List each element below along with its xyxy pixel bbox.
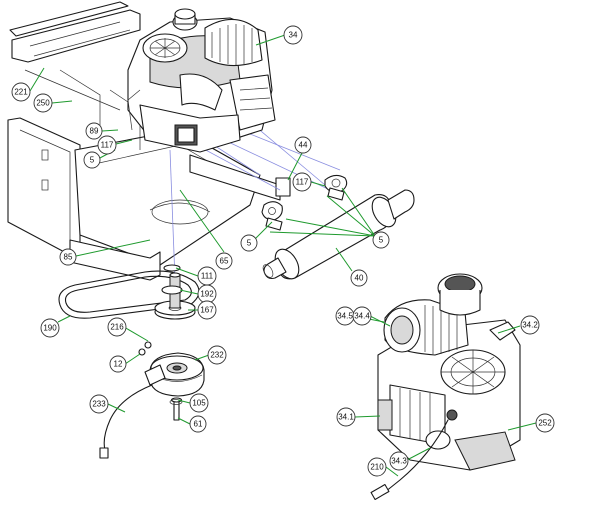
engine-assembly-detail [370, 273, 521, 501]
callout-190: 190 [40, 318, 60, 338]
callout-117-right: 117 [292, 172, 312, 192]
callout-5-mid: 5 [240, 234, 258, 252]
callout-label: 34 [289, 31, 298, 40]
callout-34-5: 34.5 [335, 306, 355, 326]
callout-label: 40 [355, 274, 364, 283]
callout-61: 61 [189, 415, 207, 433]
muffler [262, 189, 415, 280]
callout-label: 44 [299, 141, 308, 150]
callout-44: 44 [294, 136, 312, 154]
callout-label: 105 [192, 399, 206, 408]
exhaust-gaskets [261, 174, 348, 231]
callout-221: 221 [11, 82, 31, 102]
callout-label: 167 [200, 306, 214, 315]
callout-label: 190 [43, 324, 57, 333]
callout-34-3: 34.3 [389, 451, 409, 471]
callout-label: 252 [538, 419, 552, 428]
callout-label: 232 [210, 351, 224, 360]
callout-label: 12 [114, 360, 123, 369]
callout-252: 252 [535, 413, 555, 433]
callout-label: 61 [194, 420, 203, 429]
engine-assembly-top [127, 8, 276, 153]
callout-34: 34 [283, 25, 303, 45]
drive-belt [58, 270, 200, 319]
callout-label: 233 [92, 400, 106, 409]
callout-34-4: 34.4 [352, 306, 372, 326]
callout-label: 34.2 [522, 321, 538, 330]
callout-5-right: 5 [372, 231, 390, 249]
callout-111: 111 [197, 266, 217, 286]
callout-40: 40 [350, 269, 368, 287]
callout-label: 34.1 [338, 413, 354, 422]
callout-label: 34.3 [391, 457, 407, 466]
callout-label: 89 [90, 127, 99, 136]
callout-5-left: 5 [83, 151, 101, 169]
callout-label: 210 [370, 463, 384, 472]
callout-label: 34.5 [337, 312, 353, 321]
pto-clutch [99, 341, 205, 459]
callout-label: 221 [14, 88, 28, 97]
callout-label: 250 [36, 99, 50, 108]
callout-label: 65 [220, 257, 229, 266]
callout-117-left: 117 [97, 135, 117, 155]
callout-label: 117 [296, 178, 309, 187]
callout-210: 210 [367, 457, 387, 477]
callout-34-2: 34.2 [520, 315, 540, 335]
callout-216: 216 [107, 317, 127, 337]
callout-label: 34.4 [354, 312, 370, 321]
callout-250: 250 [33, 93, 53, 113]
callout-label: 5 [379, 236, 384, 245]
pulley-stack [154, 264, 196, 320]
callout-label: 192 [200, 290, 214, 299]
callout-label: 117 [101, 141, 114, 150]
callout-label: 5 [90, 156, 95, 165]
callout-12: 12 [109, 355, 127, 373]
callout-192: 192 [197, 284, 217, 304]
callout-232: 232 [207, 345, 227, 365]
callout-34-1: 34.1 [336, 407, 356, 427]
callout-85: 85 [59, 248, 77, 266]
callout-167: 167 [197, 300, 217, 320]
callout-89: 89 [85, 122, 103, 140]
callout-label: 5 [247, 239, 252, 248]
callout-65: 65 [215, 252, 233, 270]
callout-105: 105 [189, 393, 209, 413]
callout-label: 85 [64, 253, 73, 262]
callout-label: 111 [201, 272, 214, 281]
callout-233: 233 [89, 394, 109, 414]
callout-label: 216 [110, 323, 124, 332]
